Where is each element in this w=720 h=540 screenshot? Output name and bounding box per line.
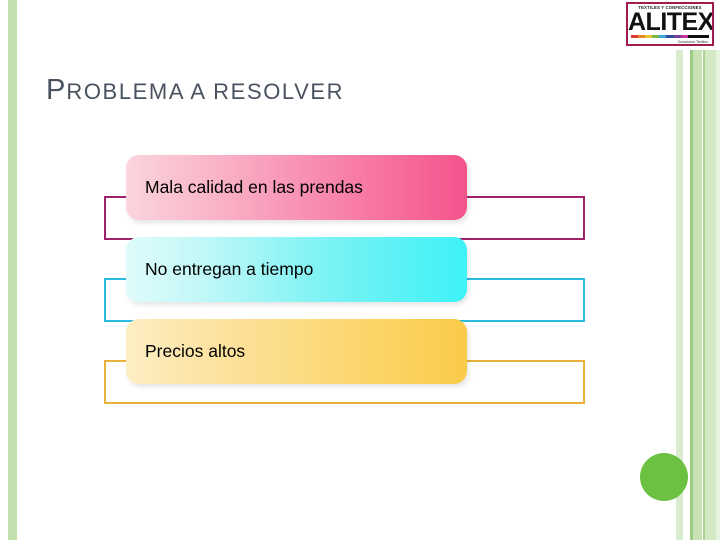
problem-row-1: Mala calidad en las prendas [104,155,586,240]
page-title-initial: P [46,74,67,106]
problem-chip-3[interactable]: Precios altos [126,319,467,384]
decorative-stripe-right-6 [716,50,720,540]
decorative-stripe-right-5 [705,50,716,540]
decorative-stripe-right-4 [703,50,705,540]
decorative-green-circle [640,453,688,501]
problem-chip-2[interactable]: No entregan a tiempo [126,237,467,302]
problem-label-1: Mala calidad en las prendas [145,177,363,197]
page-title: PROBLEMA A RESOLVER [46,74,344,107]
problem-row-3: Precios altos [104,319,586,404]
logo-wordmark: ALITEX [628,8,714,36]
alitex-logo: TEXTILES Y CONFECCIONES ALITEX Solucione… [626,2,714,46]
decorative-stripe-left [8,0,17,540]
problem-row-2: No entregan a tiempo [104,237,586,322]
problem-label-2: No entregan a tiempo [145,259,314,279]
problem-label-3: Precios altos [145,341,246,361]
logo-color-bar [631,35,710,38]
problem-chip-1[interactable]: Mala calidad en las prendas [126,155,467,220]
page-title-rest: ROBLEMA A RESOLVER [66,79,345,104]
logo-footer-text: Soluciones Textiles [677,39,709,44]
logo-tagline: TEXTILES Y CONFECCIONES [638,5,702,10]
decorative-stripe-right-2 [690,50,693,540]
decorative-stripe-right-1 [676,50,683,540]
decorative-stripe-right-3 [693,50,702,540]
